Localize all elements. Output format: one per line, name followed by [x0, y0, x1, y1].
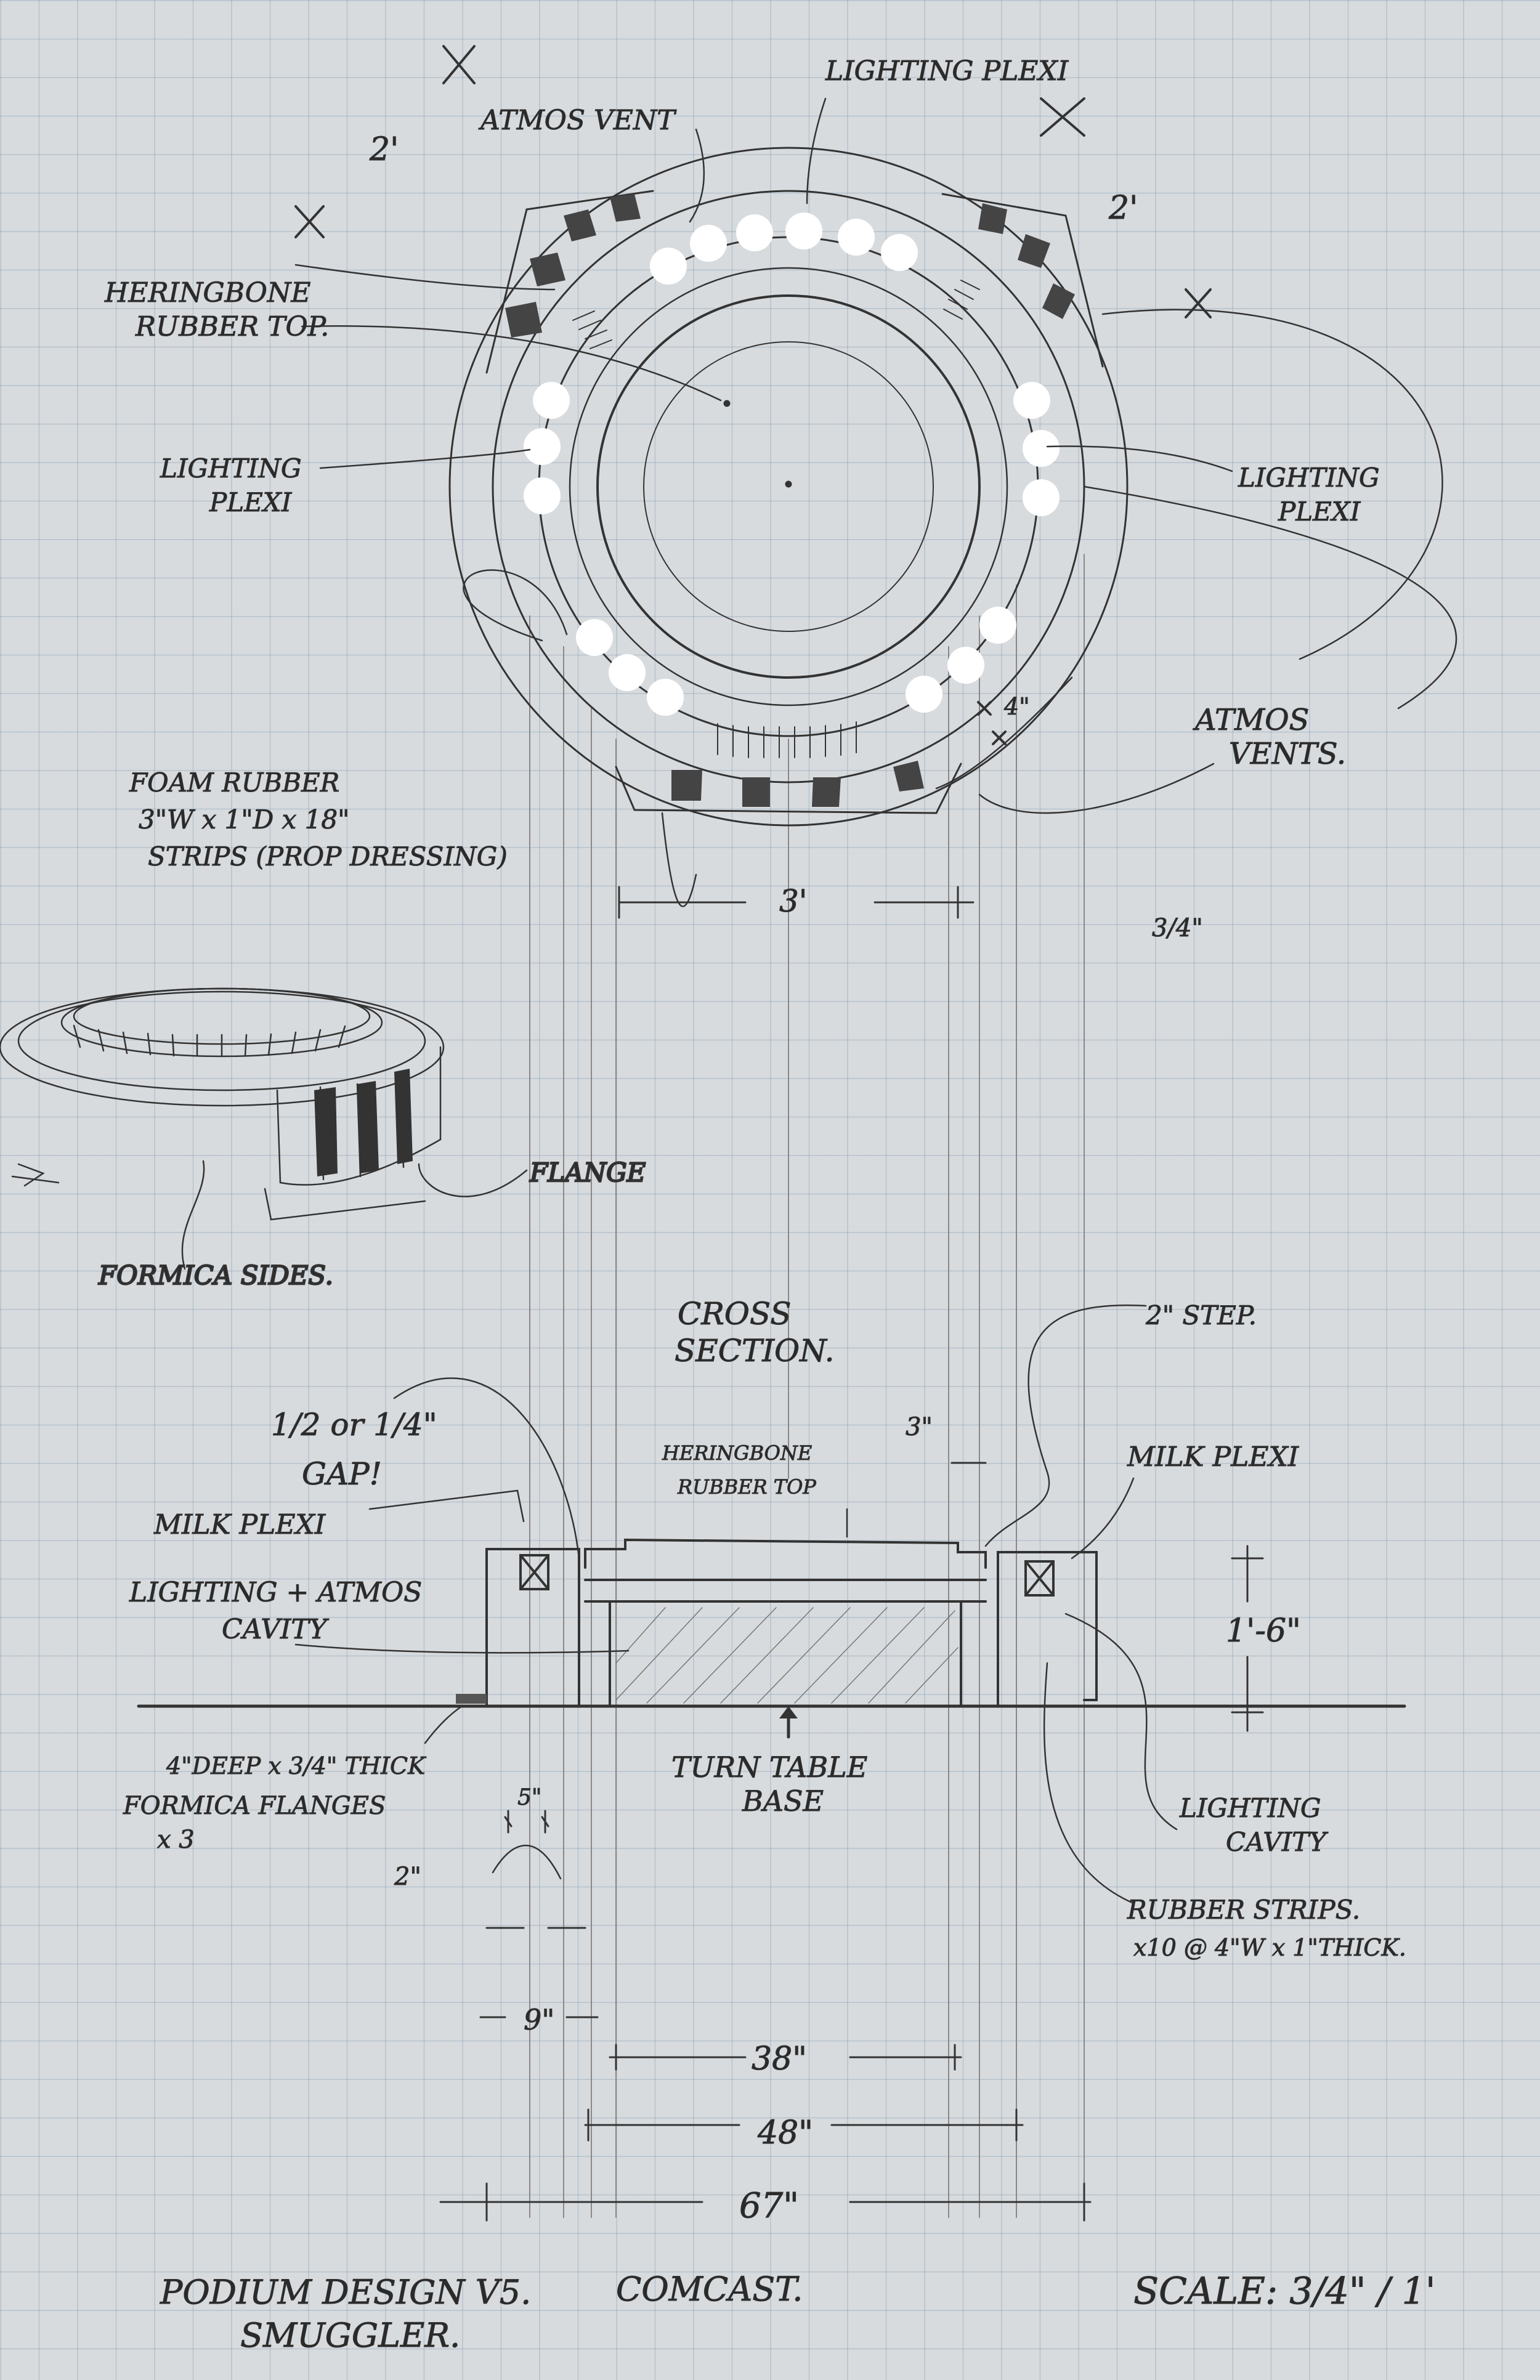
- label-cavity-1: LIGHTING + ATMOS: [129, 1577, 422, 1608]
- label-lighting-plexi-right-1: LIGHTING: [1238, 463, 1380, 493]
- label-lighting-plexi-right-2: PLEXI: [1278, 496, 1361, 527]
- title-client: COMCAST.: [616, 2270, 803, 2309]
- label-lighting-cavity-2: CAVITY: [1226, 1827, 1329, 1857]
- label-rubber-2: x10 @ 4"W x 1"THICK.: [1133, 1934, 1406, 1961]
- perspective-sketch: FLANGE FORMICA SIDES.: [0, 987, 647, 1291]
- label-dim-3in: 3": [906, 1413, 933, 1441]
- small-dims: [479, 1462, 987, 2018]
- label-dim-38: 38": [752, 2041, 807, 2078]
- label-dim-3ft: 3': [779, 883, 808, 919]
- section-title-1: CROSS: [678, 1296, 792, 1332]
- label-dim-4in: 4": [1003, 693, 1030, 720]
- label-dim-3-4: 3/4": [1152, 914, 1203, 942]
- plan-leaders: [294, 97, 1457, 907]
- dim-3ft: [618, 886, 975, 919]
- section-title-2: SECTION.: [675, 1333, 835, 1369]
- label-lighting-plexi-top: LIGHTING PLEXI: [825, 55, 1069, 87]
- label-rubber-1: RUBBER STRIPS.: [1127, 1895, 1360, 1925]
- label-milk-plexi-right: MILK PLEXI: [1127, 1441, 1300, 1473]
- dim-height: [1231, 1545, 1264, 1732]
- label-atmos-vent: ATMOS VENT: [478, 105, 677, 136]
- label-atmos-vents-2: VENTS.: [1229, 737, 1346, 771]
- label-foam-2: 3"W x 1"D x 18": [139, 804, 349, 835]
- title-block: PODIUM DESIGN V5. SMUGGLER. COMCAST. SCA…: [160, 2270, 1436, 2355]
- lighting-plexi-dots: [524, 212, 1060, 716]
- title-podium-design: PODIUM DESIGN V5.: [160, 2273, 531, 2312]
- base-hatch: [615, 1607, 958, 1704]
- label-dim-67: 67": [739, 2186, 799, 2226]
- label-atmos-vents-1: ATMOS: [1193, 703, 1309, 737]
- label-dim-2ft-left: 2': [369, 131, 399, 168]
- label-foam-1: FOAM RUBBER: [129, 767, 339, 798]
- label-gap-1: 1/2 or 1/4": [271, 1407, 437, 1443]
- title-smuggler: SMUGGLER.: [240, 2316, 460, 2355]
- label-dim-9in: 9": [524, 2003, 554, 2036]
- label-turntable-1: TURN TABLE: [671, 1751, 867, 1784]
- bottom-dims: [439, 2044, 1092, 2222]
- label-turntable-2: BASE: [742, 1784, 824, 1818]
- label-flanges-3: x 3: [157, 1826, 195, 1854]
- label-dim-5in: 5": [517, 1785, 541, 1810]
- label-foam-3: STRIPS (PROP DRESSING): [148, 841, 508, 872]
- label-herringbone-2: RUBBER TOP.: [135, 311, 329, 342]
- label-lighting-plexi-left-1: LIGHTING: [160, 453, 302, 484]
- label-lighting-plexi-left-2: PLEXI: [209, 487, 293, 517]
- x-marks: [294, 45, 1212, 745]
- label-cavity-2: CAVITY: [222, 1614, 330, 1645]
- projection-lines: [529, 554, 1085, 2218]
- label-herringbone-section-1: HERINGBONE: [662, 1441, 812, 1465]
- atmos-vent-slats: [572, 280, 980, 758]
- label-dim-2in: 2": [394, 1863, 421, 1891]
- title-scale: SCALE: 3/4" / 1': [1133, 2270, 1435, 2313]
- label-step: 2" STEP.: [1145, 1300, 1257, 1330]
- plan-view: LIGHTING PLEXI ATMOS VENT 2' 2' HERINGBO…: [104, 45, 1457, 2218]
- cross-section: CROSS SECTION.: [123, 1296, 1407, 2227]
- label-dim-2ft-right: 2': [1108, 190, 1138, 227]
- label-flanges-1: 4"DEEP x 3/4" THICK: [166, 1752, 427, 1779]
- label-dim-48: 48": [757, 2115, 813, 2151]
- label-gap-2: GAP!: [302, 1456, 382, 1492]
- label-flange: FLANGE: [529, 1157, 646, 1188]
- label-milk-plexi-left: MILK PLEXI: [153, 1509, 326, 1540]
- label-herringbone-section-2: RUBBER TOP: [677, 1475, 816, 1499]
- label-flanges-2: FORMICA FLANGES: [123, 1792, 386, 1820]
- label-herringbone-1: HERINGBONE: [104, 277, 311, 309]
- section-leaders: [294, 1304, 1178, 1904]
- label-lighting-cavity-1: LIGHTING: [1179, 1793, 1321, 1823]
- label-height: 1'-6": [1226, 1613, 1301, 1649]
- label-formica-sides: FORMICA SIDES.: [98, 1260, 333, 1290]
